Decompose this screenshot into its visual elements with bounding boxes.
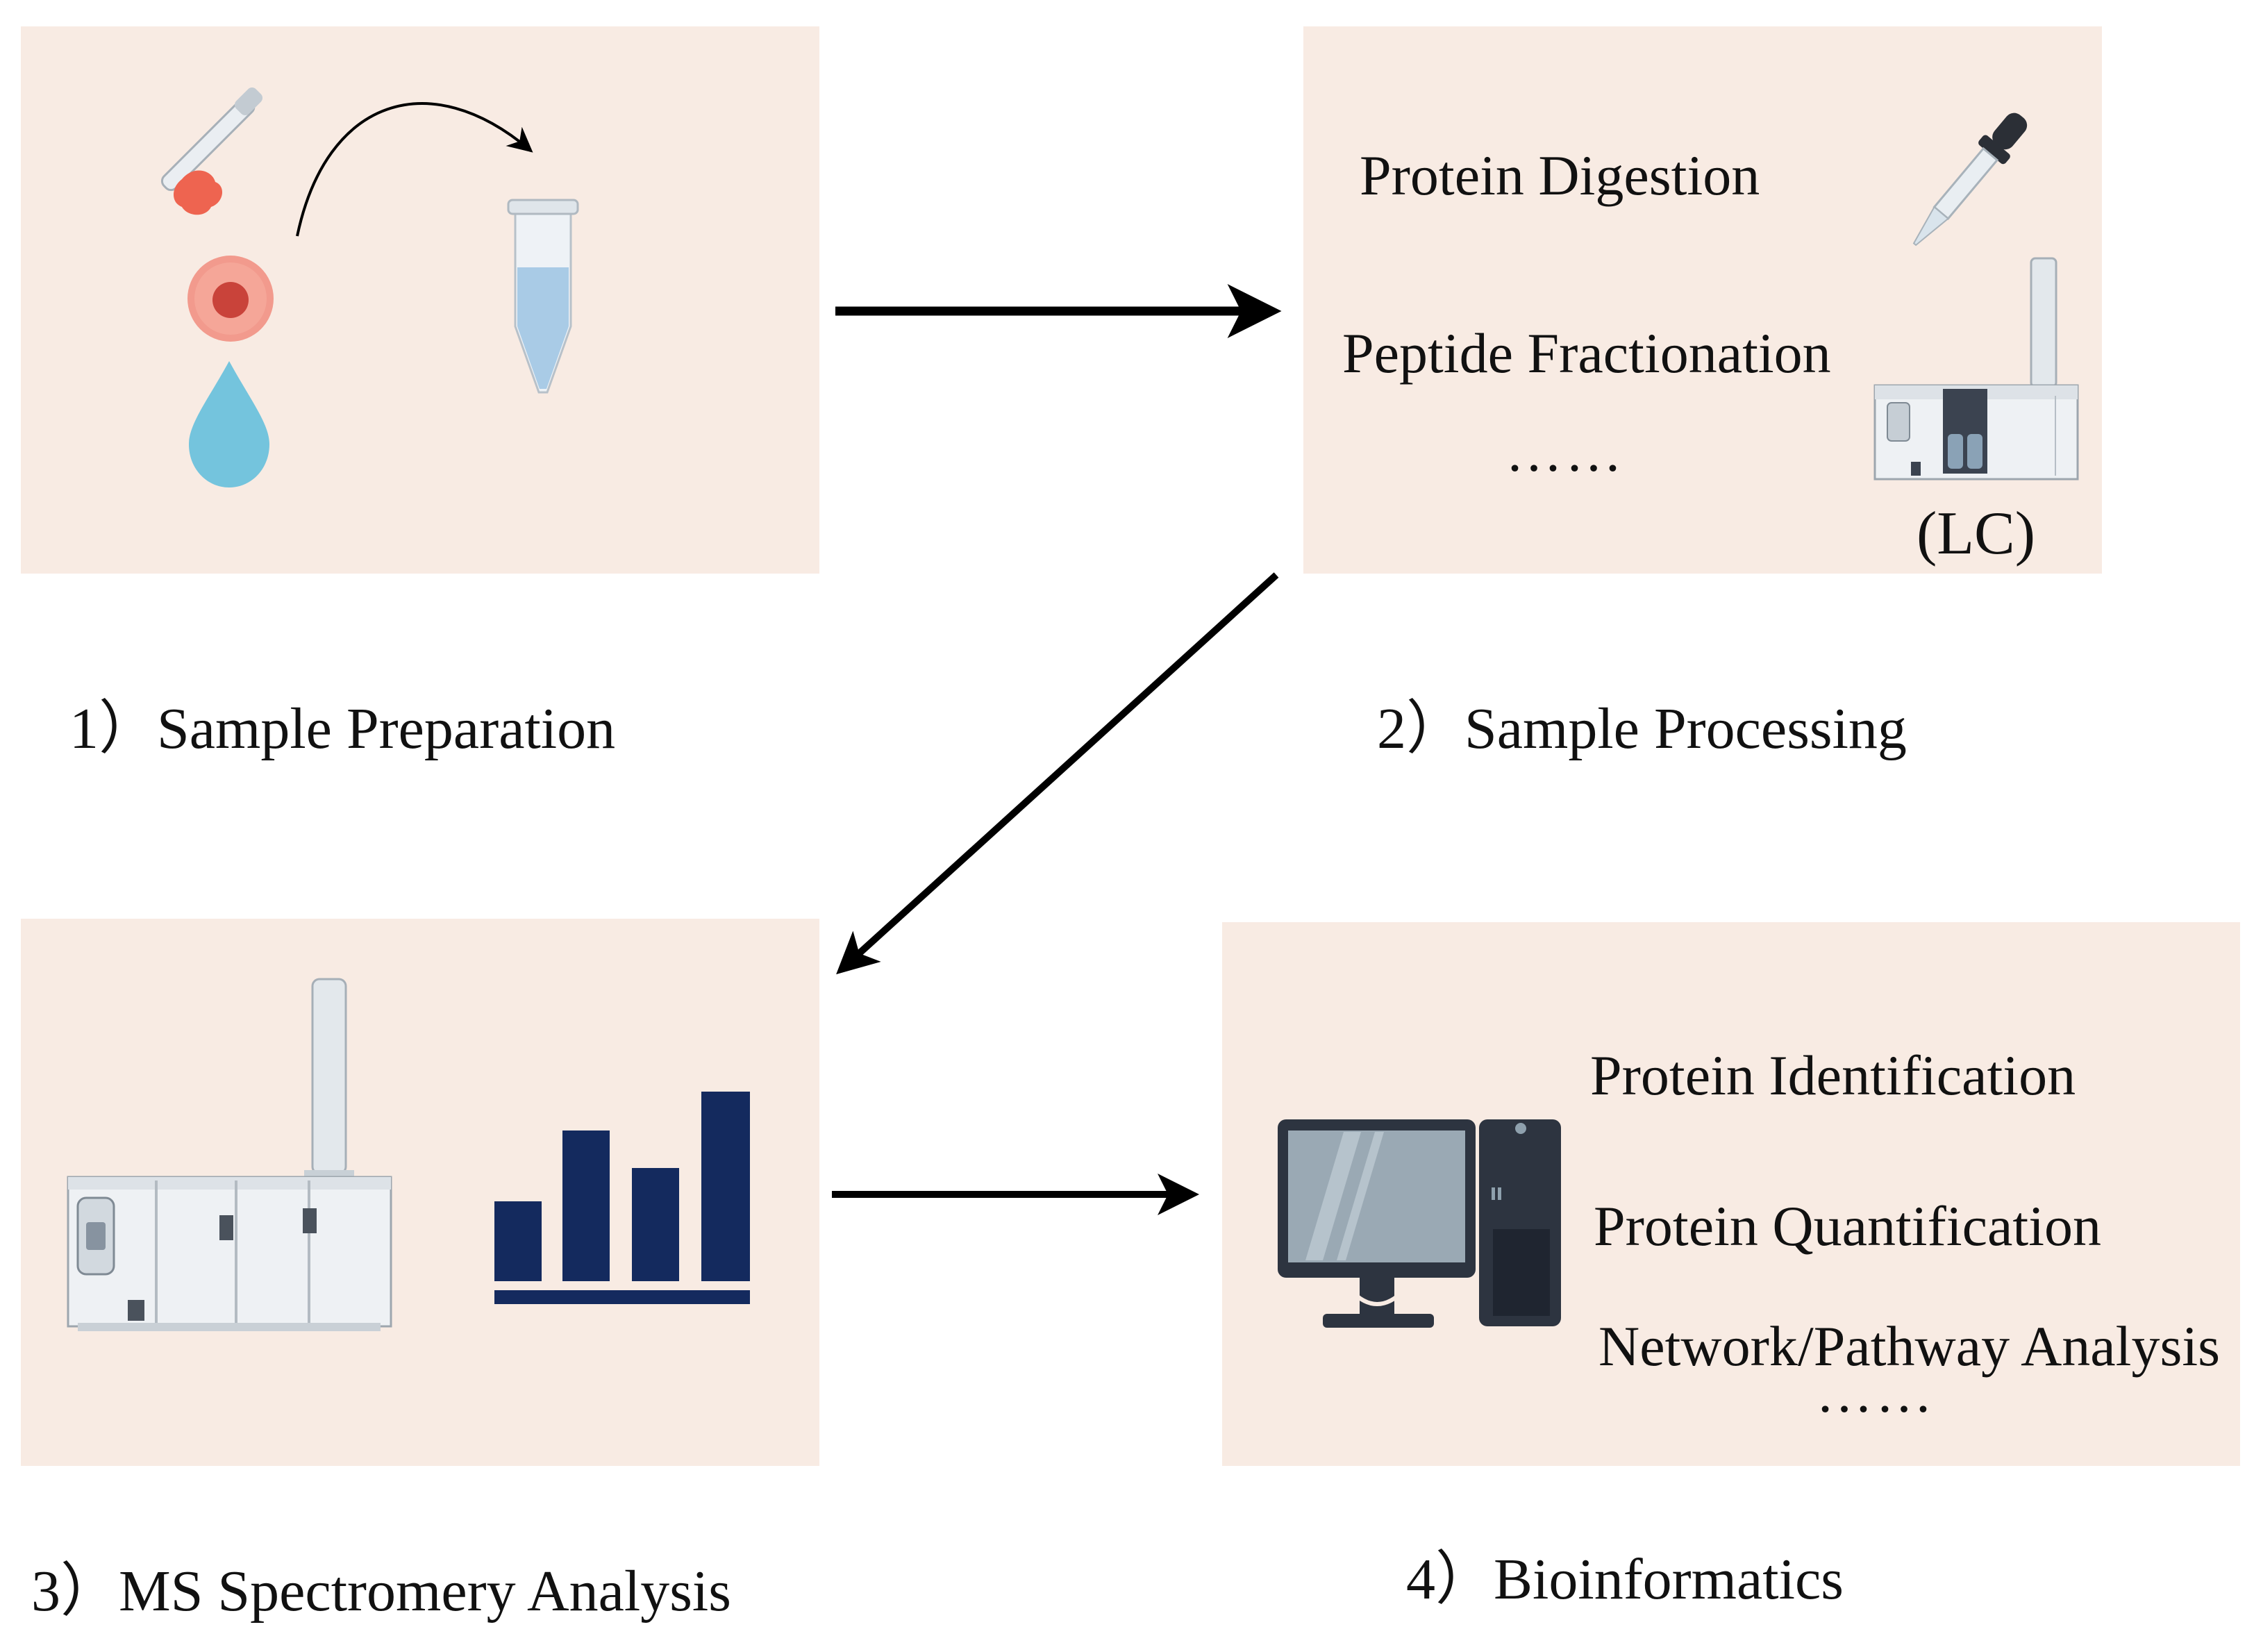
computer-monitor-icon: [1278, 1119, 1476, 1328]
mass-spectrometer-icon: [67, 978, 392, 1331]
bar-chart-bar-1: [494, 1201, 542, 1281]
bioinformatics-ellipsis: ……: [1816, 1361, 1935, 1424]
peptide-fractionation-label: Peptide Fractionation: [1342, 322, 1831, 385]
protein-digestion-label: Protein Digestion: [1360, 144, 1760, 207]
processing-ellipsis: ……: [1505, 420, 1625, 483]
bar-chart-bar-2: [562, 1130, 610, 1281]
computer-tower-icon: [1479, 1119, 1561, 1326]
bar-chart-icon: [494, 1092, 750, 1304]
bar-chart-bar-3: [632, 1168, 679, 1281]
caption-sample-preparation: 1）Sample Preparation: [69, 696, 616, 761]
caption-bioinformatics: 4）Bioinformatics: [1406, 1547, 1844, 1612]
sample-tube-icon: [507, 199, 579, 394]
bar-chart-bar-4: [701, 1092, 750, 1281]
protein-identification-label: Protein Identification: [1590, 1044, 2076, 1107]
caption-sample-processing: 2）Sample Processing: [1377, 696, 1907, 761]
tissue-sample-icon: [174, 170, 223, 215]
pipette-icon: [160, 87, 263, 192]
flow-arrow-2-to-3: [836, 572, 1279, 975]
protein-quantification-label: Protein Quantification: [1594, 1194, 2101, 1258]
fluid-drop-icon: [189, 361, 269, 487]
bar-chart-baseline: [494, 1290, 750, 1304]
network-pathway-analysis-label: Network/Pathway Analysis: [1598, 1315, 2221, 1378]
lc-label: (LC): [1917, 500, 2036, 567]
cell-icon: [187, 256, 274, 342]
caption-ms-analysis: 3）MS Spectromery Analysis: [31, 1559, 731, 1624]
sample-processing-panel: [1303, 26, 2102, 574]
transfer-arrow-icon: [296, 102, 533, 237]
dropper-icon: [1912, 112, 2028, 247]
lc-instrument-icon: [1873, 257, 2079, 481]
sample-preparation-panel: [21, 26, 819, 574]
